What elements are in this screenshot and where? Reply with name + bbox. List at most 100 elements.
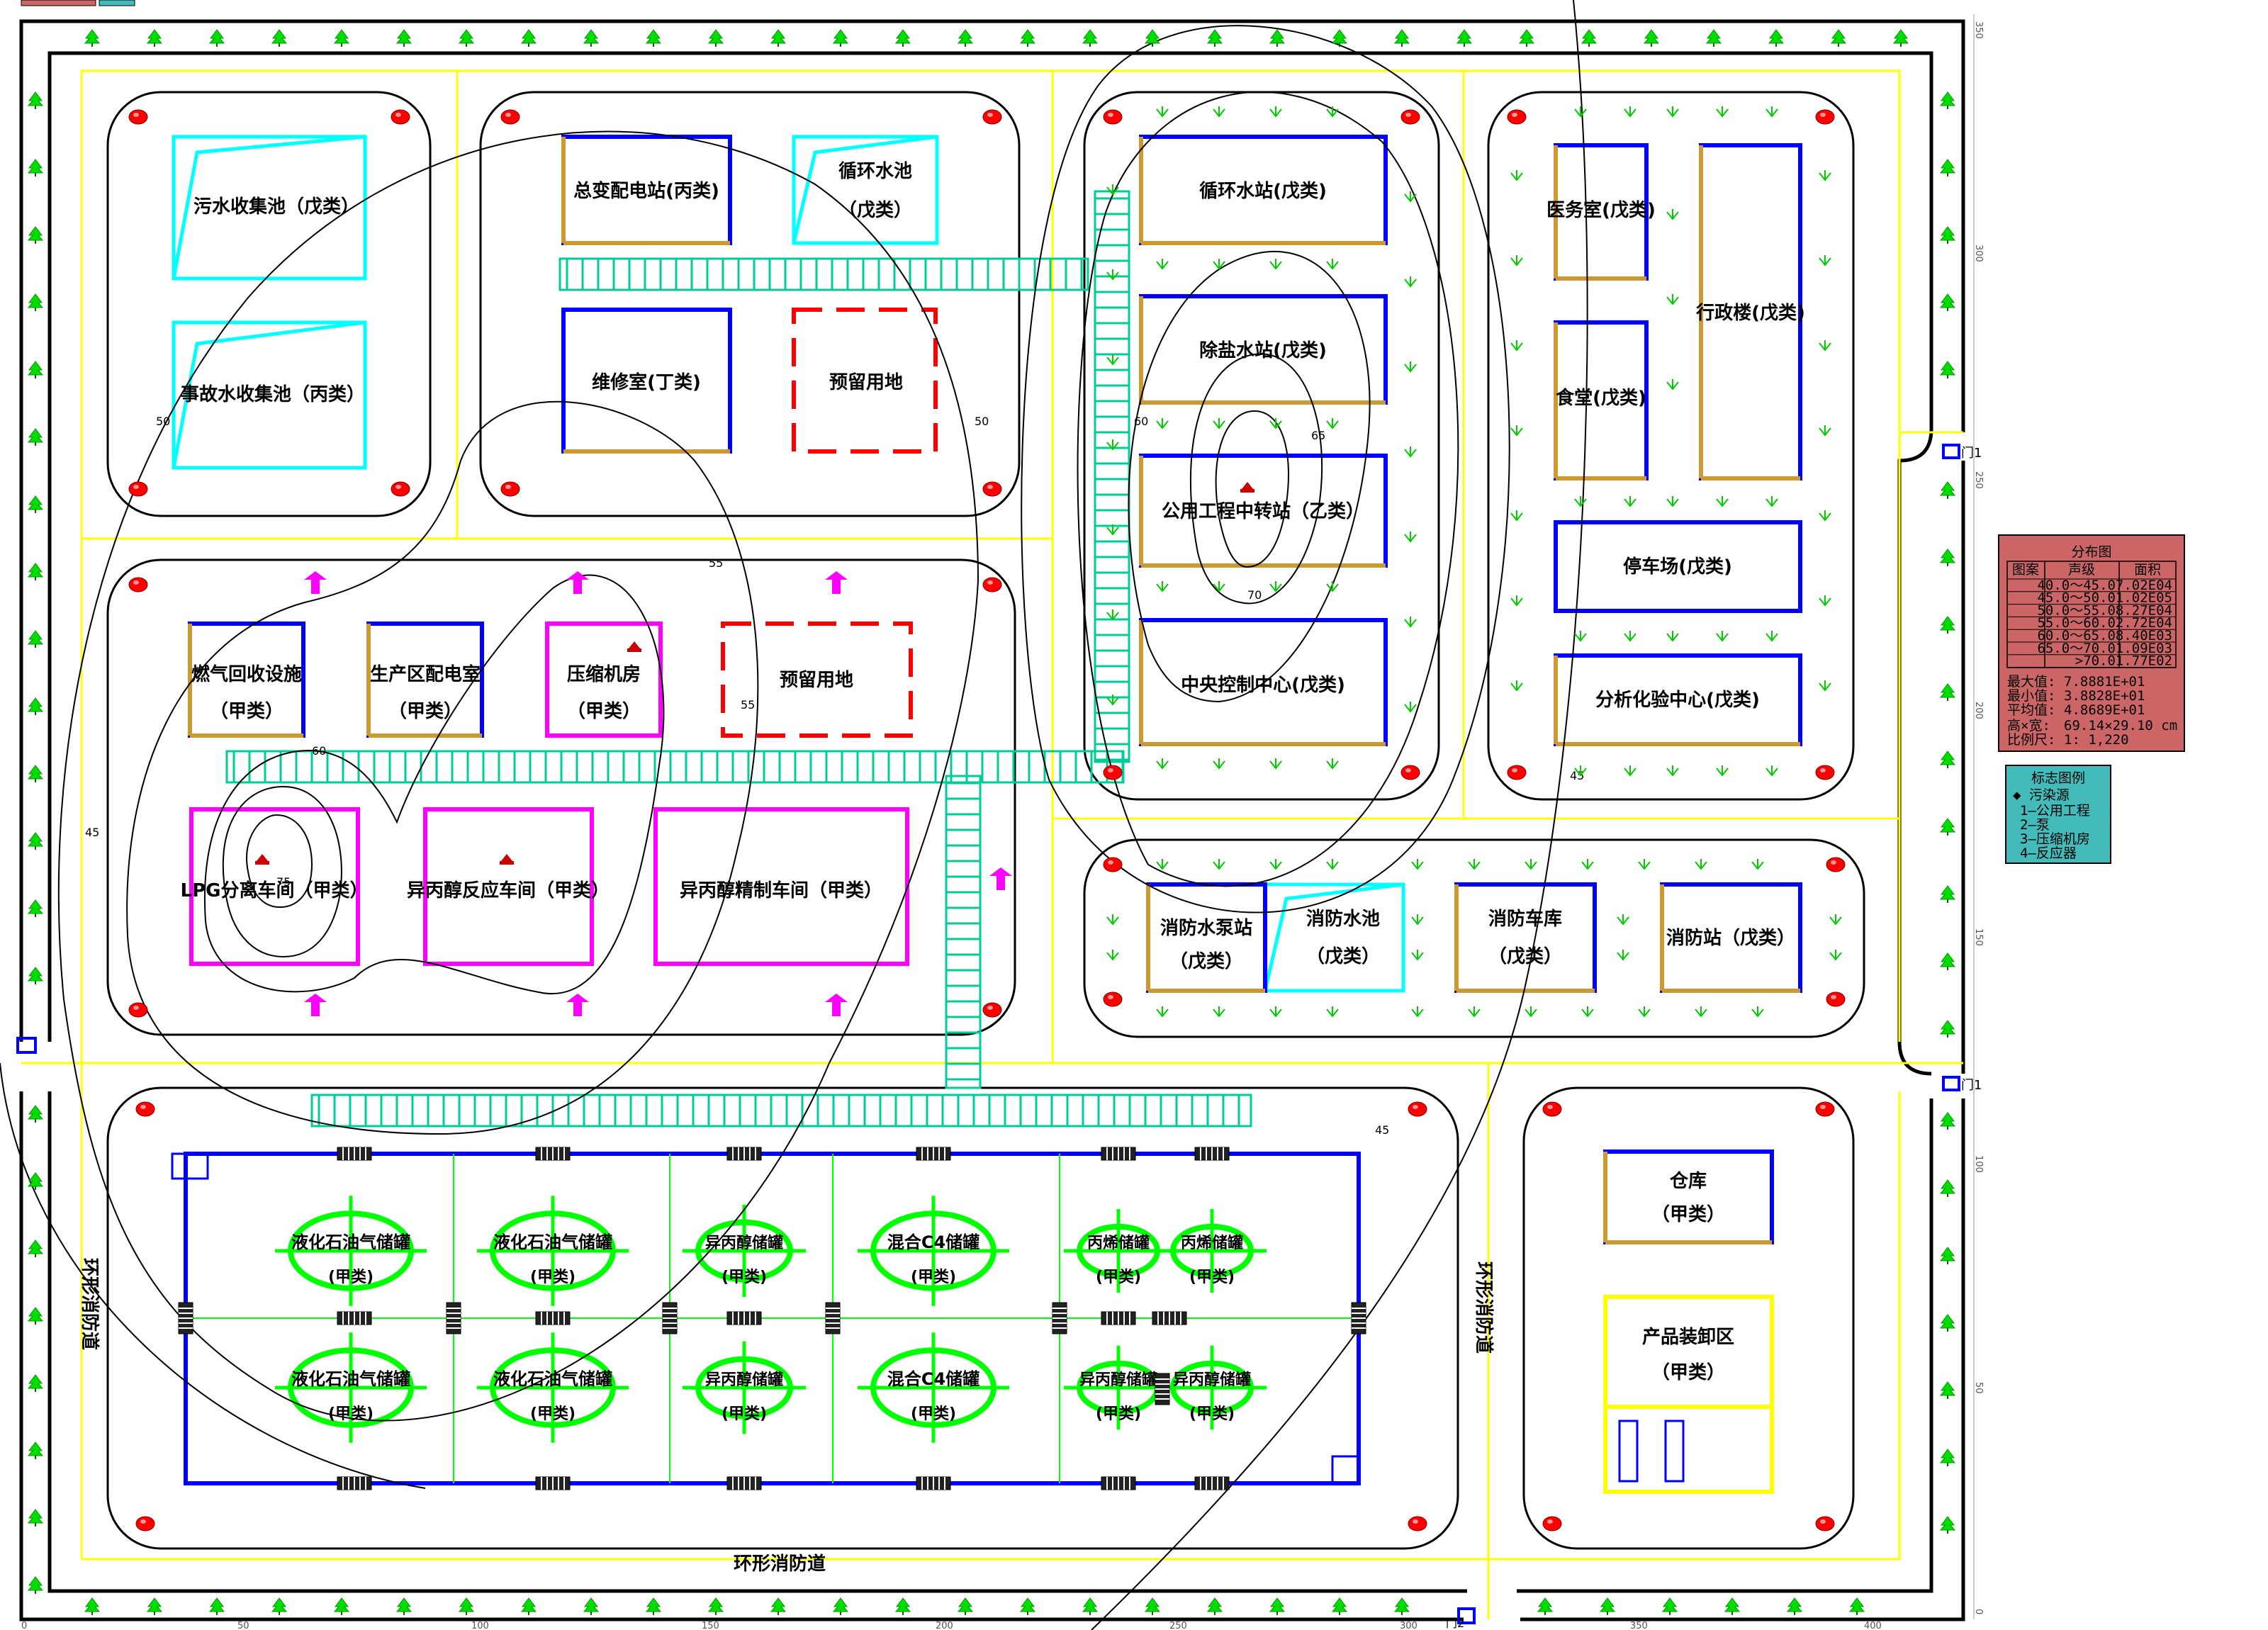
tree-icon bbox=[1331, 1597, 1348, 1615]
tree-icon bbox=[146, 1597, 163, 1615]
valve bbox=[1101, 1147, 1136, 1161]
arrow-down-icon bbox=[1829, 950, 1842, 961]
magenta-markers bbox=[304, 571, 1012, 1016]
dist-size-value: 69.14×29.10 cm bbox=[2064, 718, 2177, 734]
arrow-down-icon bbox=[1269, 259, 1282, 270]
valve bbox=[446, 1302, 461, 1334]
axis-r-300: 300 bbox=[1973, 244, 1984, 262]
arrow-down-icon bbox=[1666, 496, 1679, 507]
valve bbox=[916, 1147, 951, 1161]
tank-class-t8: (甲类) bbox=[530, 1405, 576, 1423]
tree-icon bbox=[1705, 29, 1722, 47]
valve bbox=[916, 1476, 951, 1490]
tree-icon bbox=[27, 1441, 44, 1459]
dist-min-value: 3.8828E+01 bbox=[2064, 688, 2145, 704]
warehouse bbox=[1603, 1150, 1774, 1244]
arrow-down-icon bbox=[1574, 496, 1587, 507]
hydrant-icon bbox=[1507, 765, 1527, 780]
axis-r-150: 150 bbox=[1973, 928, 1984, 946]
tree-icon bbox=[707, 1597, 724, 1615]
noise-sources bbox=[255, 482, 1254, 865]
dist-range-4: 60.0～65.0 bbox=[2037, 628, 2116, 643]
arrow-down-icon bbox=[1638, 1006, 1651, 1018]
tree-icon bbox=[1331, 29, 1348, 47]
arrow-down-icon bbox=[1213, 758, 1225, 770]
tree-icon bbox=[27, 1374, 44, 1392]
tree-icon bbox=[1786, 1597, 1803, 1615]
arrow-down-icon bbox=[1326, 106, 1339, 118]
src-item-2: 2—泵 bbox=[2020, 817, 2050, 833]
arrow-down-icon bbox=[1510, 340, 1523, 352]
hydrant-icon bbox=[135, 1101, 155, 1117]
tank-class-t2: (甲类) bbox=[530, 1269, 576, 1286]
tree-icon bbox=[894, 1597, 911, 1615]
tree-icon bbox=[645, 1597, 662, 1615]
repair-label: 维修室(丁类) bbox=[592, 371, 701, 393]
tank-label-t5: 丙烯储罐 bbox=[1087, 1234, 1150, 1252]
tree-icon bbox=[1518, 29, 1535, 47]
tree-icon bbox=[27, 91, 44, 109]
tree-icon bbox=[1269, 1597, 1286, 1615]
tree-icon bbox=[27, 1105, 44, 1123]
canteen bbox=[1554, 320, 1649, 480]
tree-icon bbox=[894, 29, 911, 47]
dist-legend-title: 分布图 bbox=[2071, 544, 2111, 560]
axis-b-150: 150 bbox=[702, 1621, 719, 1630]
arrow-down-icon bbox=[1617, 950, 1629, 961]
src-item-3: 3—压缩机房 bbox=[2020, 831, 2090, 847]
green-arrows bbox=[1106, 106, 1842, 1018]
arrow-down-icon bbox=[1819, 680, 1831, 692]
fire-water-pool: 消防水池 （戊类） bbox=[1263, 882, 1405, 993]
tank-class-t12: (甲类) bbox=[1189, 1405, 1235, 1423]
arrow-down-icon bbox=[1213, 106, 1225, 118]
tree-icon bbox=[27, 428, 44, 446]
circ-water-station bbox=[1139, 135, 1388, 245]
arrow-down-icon bbox=[1468, 859, 1481, 870]
hydrant-icon bbox=[982, 481, 1002, 497]
tank-class-t1: (甲类) bbox=[328, 1269, 374, 1286]
arrow-down-icon bbox=[1819, 340, 1831, 352]
tree-icon bbox=[27, 697, 44, 715]
contour-label-55b: 55 bbox=[741, 698, 755, 712]
arrow-down-icon bbox=[1574, 765, 1587, 777]
hydrant-icon bbox=[1103, 109, 1123, 125]
clinic-label: 医务室(戊类) bbox=[1546, 199, 1656, 221]
tree-icon bbox=[1537, 1597, 1554, 1615]
arrow-down-icon bbox=[1156, 1006, 1169, 1018]
arrow-down-icon bbox=[1106, 950, 1119, 961]
tank-t9: 异丙醇储罐(甲类) bbox=[683, 1341, 806, 1434]
arrow-down-icon bbox=[1411, 914, 1424, 926]
packing-area bbox=[1603, 1295, 1774, 1494]
dist-area-5: 1.09E03 bbox=[2116, 641, 2172, 656]
axis-b-0: 0 bbox=[21, 1621, 27, 1630]
valve bbox=[337, 1311, 372, 1325]
dist-area-6: 1.77E02 bbox=[2116, 653, 2172, 669]
tree-icon bbox=[1206, 29, 1223, 47]
tree-icon bbox=[583, 29, 600, 47]
hydrant-icon bbox=[500, 481, 520, 497]
arrow-down-icon bbox=[1510, 170, 1523, 181]
tank-label-t10: 混合C4储罐 bbox=[887, 1369, 979, 1389]
tank-t2: 液化石油气储罐(甲类) bbox=[477, 1196, 629, 1306]
arrow-down-icon bbox=[1510, 595, 1523, 607]
tree-icon bbox=[1939, 293, 1956, 311]
tank-t11: 异丙醇储罐(甲类) bbox=[1064, 1345, 1173, 1430]
tank-label-t3: 异丙醇储罐 bbox=[705, 1234, 783, 1252]
tree-icon bbox=[1581, 29, 1598, 47]
tank-label-t8: 液化石油气储罐 bbox=[493, 1369, 612, 1389]
reserved-1-label: 预留用地 bbox=[829, 372, 903, 393]
prod-dist-label-1: 生产区配电室 bbox=[370, 663, 481, 685]
arrow-down-icon bbox=[1666, 294, 1679, 305]
arrow-down-icon bbox=[1156, 859, 1169, 870]
valve bbox=[337, 1147, 372, 1161]
arrow-down-icon bbox=[1404, 361, 1417, 373]
control-label: 中央控制中心(戊类) bbox=[1181, 675, 1345, 696]
contour-label-50: 50 bbox=[156, 415, 170, 428]
axis-bottom: 0 50 100 150 200 250 300 350 400 bbox=[21, 1621, 1882, 1630]
arrow-down-icon bbox=[1666, 379, 1679, 390]
dist-range-3: 55.0～60.0 bbox=[2037, 615, 2116, 631]
valve bbox=[662, 1302, 678, 1334]
hydrant-icon bbox=[135, 1516, 155, 1531]
dist-scale-value: 1: 1,220 bbox=[2064, 732, 2129, 748]
arrow-down-icon bbox=[1819, 255, 1831, 266]
